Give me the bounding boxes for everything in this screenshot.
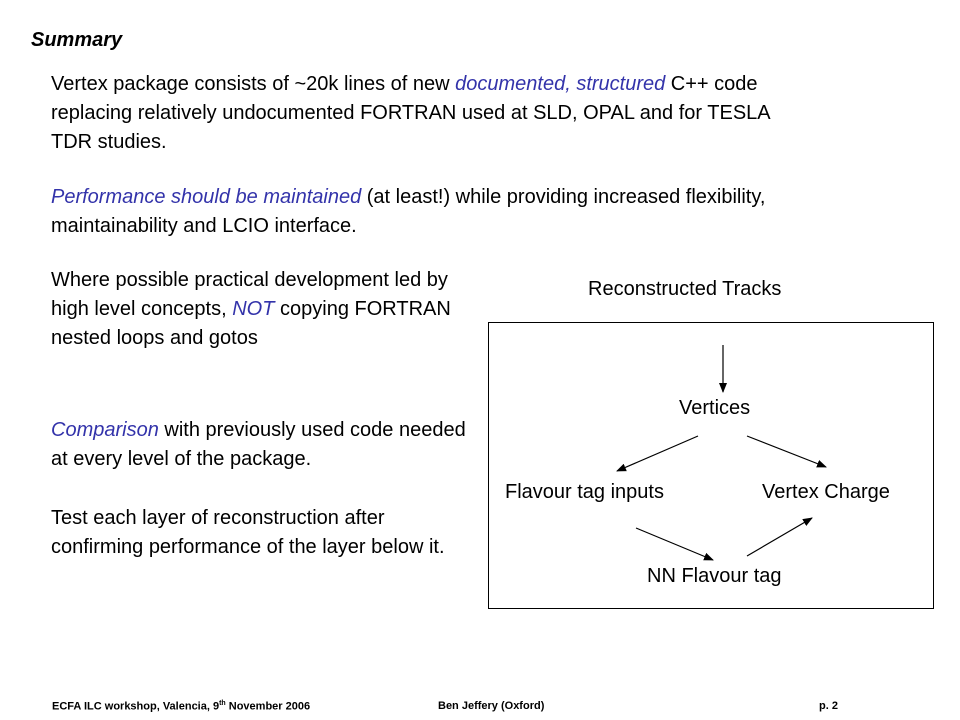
paragraph-vertex-package: Vertex package consists of ~20k lines of… bbox=[51, 70, 811, 157]
footer-event: ECFA ILC workshop, Valencia, 9th Novembe… bbox=[52, 700, 310, 713]
p3-highlight: NOT bbox=[232, 298, 275, 320]
footer-page-number: p. 2 bbox=[819, 700, 838, 712]
arrow-vertices-to-flavour bbox=[616, 435, 699, 472]
node-vertices: Vertices bbox=[679, 397, 751, 419]
node-flavour-tag-inputs: Flavour tag inputs bbox=[505, 481, 664, 503]
diagram-title: Reconstructed Tracks bbox=[588, 278, 782, 300]
arrow-vertices-to-charge bbox=[746, 435, 827, 468]
p4-highlight: Comparison bbox=[51, 419, 159, 441]
footer-event-suffix: November 2006 bbox=[225, 700, 311, 713]
paragraph-development: Where possible practical development led… bbox=[51, 266, 451, 353]
paragraph-performance: Performance should be maintained (at lea… bbox=[51, 183, 831, 241]
p4-text-b: with previously used code needed at ever… bbox=[51, 419, 466, 470]
diagram-frame bbox=[488, 322, 934, 609]
footer-event-prefix: ECFA ILC workshop, Valencia, 9 bbox=[52, 700, 220, 713]
arrow-flavour-to-nn bbox=[635, 527, 714, 561]
footer-author: Ben Jeffery (Oxford) bbox=[438, 700, 545, 712]
p2-highlight: Performance should be maintained bbox=[51, 186, 362, 208]
paragraph-test-layers: Test each layer of reconstruction after … bbox=[51, 504, 471, 562]
slide-title: Summary bbox=[31, 29, 123, 51]
p1-text-a: Vertex package consists of ~20k lines of… bbox=[51, 73, 456, 95]
p2-text-b: (at least!) while providing increased fl… bbox=[51, 186, 766, 237]
p1-highlight: documented, structured bbox=[455, 73, 666, 95]
paragraph-comparison: Comparison with previously used code nee… bbox=[51, 416, 481, 474]
p3-text-b: copying FORTRAN nested loops and gotos bbox=[51, 298, 451, 349]
footer-event-sup: th bbox=[219, 700, 226, 707]
arrow-nn-to-charge bbox=[746, 517, 813, 557]
p5-text-a: Test each layer of reconstruction after … bbox=[51, 507, 445, 558]
node-vertex-charge: Vertex Charge bbox=[762, 481, 890, 503]
p3-text-a: Where possible practical development led… bbox=[51, 269, 448, 320]
p1-text-b: C++ code replacing relatively undocument… bbox=[51, 73, 770, 153]
node-nn-flavour-tag: NN Flavour tag bbox=[647, 565, 782, 587]
